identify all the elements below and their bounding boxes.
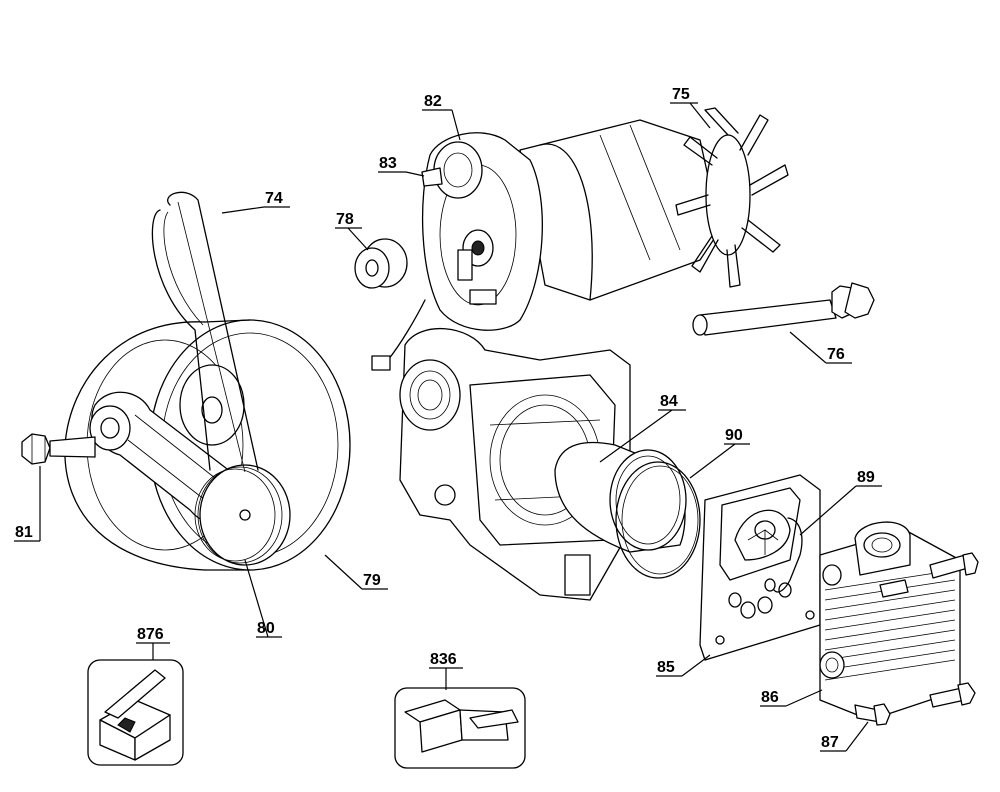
part-callouts: 74 75 76 78 79 80 81 82 83 84 85 86 87 8… xyxy=(15,86,875,751)
callout-80: 80 xyxy=(257,620,275,637)
cylinder-sleeve-84 xyxy=(554,441,687,553)
kit-box-836 xyxy=(394,687,526,769)
bolt-81 xyxy=(21,433,96,465)
kit-box-876 xyxy=(87,659,184,766)
callout-83: 83 xyxy=(379,155,397,172)
cylinder-head-86 xyxy=(819,521,961,721)
callout-89: 89 xyxy=(857,469,875,486)
washer-78 xyxy=(354,238,408,289)
cooling-fan-75 xyxy=(675,107,789,288)
callout-836: 836 xyxy=(430,651,457,668)
callout-86: 86 xyxy=(761,689,779,706)
callout-85: 85 xyxy=(657,659,675,676)
o-ring-90 xyxy=(615,461,701,579)
callout-84: 84 xyxy=(660,393,678,410)
long-bolt-76 xyxy=(692,282,875,336)
callout-75: 75 xyxy=(672,86,690,103)
callout-82: 82 xyxy=(424,93,442,110)
callout-87: 87 xyxy=(821,734,839,751)
head-bolts-87 xyxy=(854,552,979,726)
callout-90: 90 xyxy=(725,427,743,444)
callout-876: 876 xyxy=(137,626,164,643)
electric-motor xyxy=(371,107,789,371)
motor-pulley-80 xyxy=(194,464,291,566)
valve-plate-85 xyxy=(699,474,821,661)
callout-79: 79 xyxy=(363,572,381,589)
callout-81: 81 xyxy=(15,524,33,541)
drive-belt-74 xyxy=(151,191,259,473)
callout-74: 74 xyxy=(265,190,283,207)
callout-78: 78 xyxy=(336,211,354,228)
leader-lines xyxy=(14,102,882,752)
callout-76: 76 xyxy=(827,346,845,363)
